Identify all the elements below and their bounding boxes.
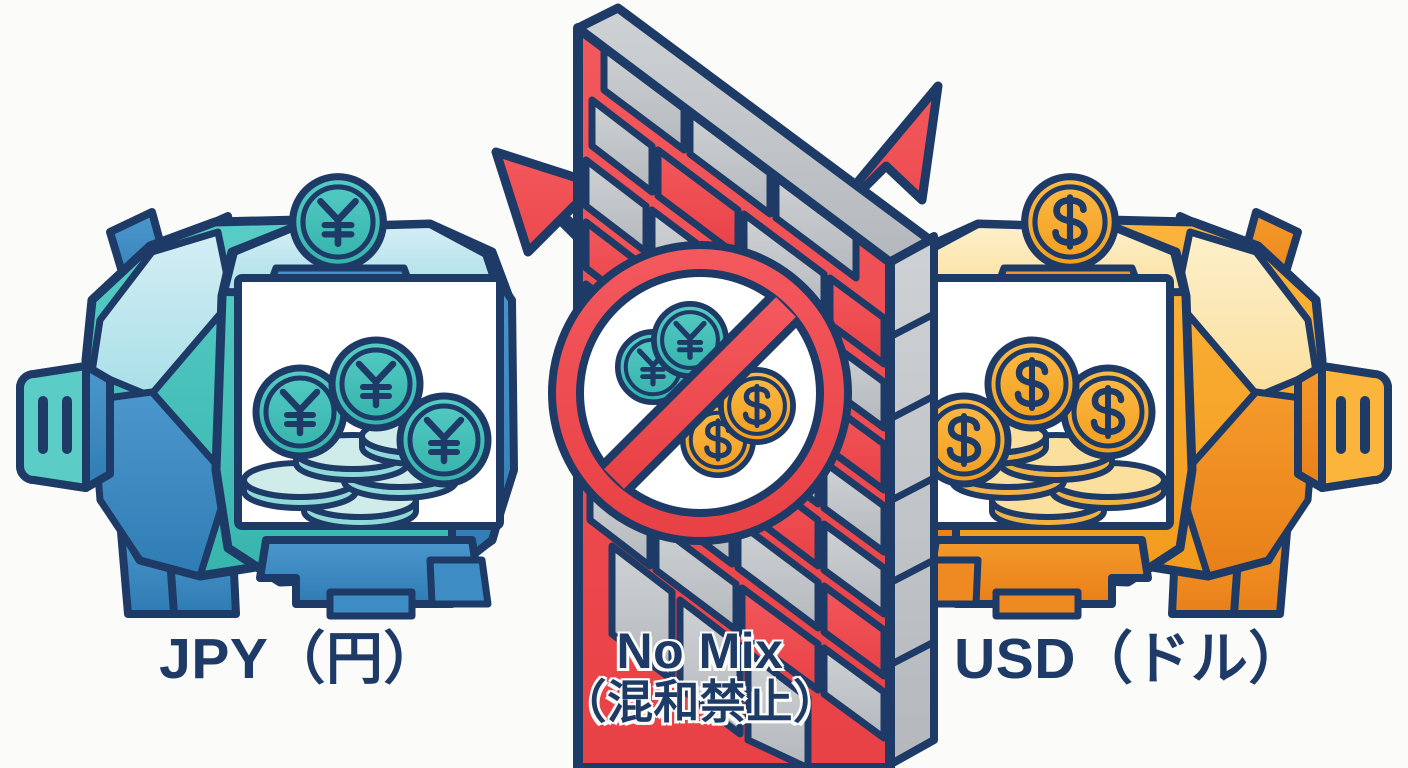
pig-snout-face-jpy (16, 362, 90, 492)
pig-nostril-right-usd (1336, 396, 1346, 454)
pig-nostril-left-jpy (38, 396, 48, 454)
slot-coin-jpy (293, 177, 384, 268)
label-no-mix-line2: （混和禁止） (560, 676, 840, 728)
pig-nostril-right-jpy (62, 396, 72, 454)
pig-cheek-jpy (88, 388, 234, 580)
coin-yen-3 (400, 396, 488, 484)
prohibition-sign (548, 241, 852, 545)
bank-foot-usd (992, 588, 1082, 620)
label-no-mix-line1: No Mix (616, 623, 784, 679)
pig-nostril-left-usd (1360, 396, 1370, 454)
label-no-mix: No Mix （混和禁止） (545, 625, 855, 727)
bank-foot-jpy (326, 588, 416, 620)
barrier-wall (491, 3, 943, 768)
wall-top-cap (573, 3, 935, 267)
slot-coin-usd (1025, 177, 1116, 268)
sign-ring (552, 245, 848, 541)
label-usd: USD（ドル） (954, 627, 1306, 691)
piggy-bank-usd (890, 177, 1392, 620)
sign-slash (598, 291, 802, 495)
bank-leg-right-jpy (426, 556, 492, 608)
piggy-bank-jpy (16, 177, 518, 620)
label-jpy: JPY（円） (159, 627, 441, 691)
pig-snout-face-usd (1318, 362, 1392, 492)
pig-cheek-usd (1174, 388, 1320, 580)
